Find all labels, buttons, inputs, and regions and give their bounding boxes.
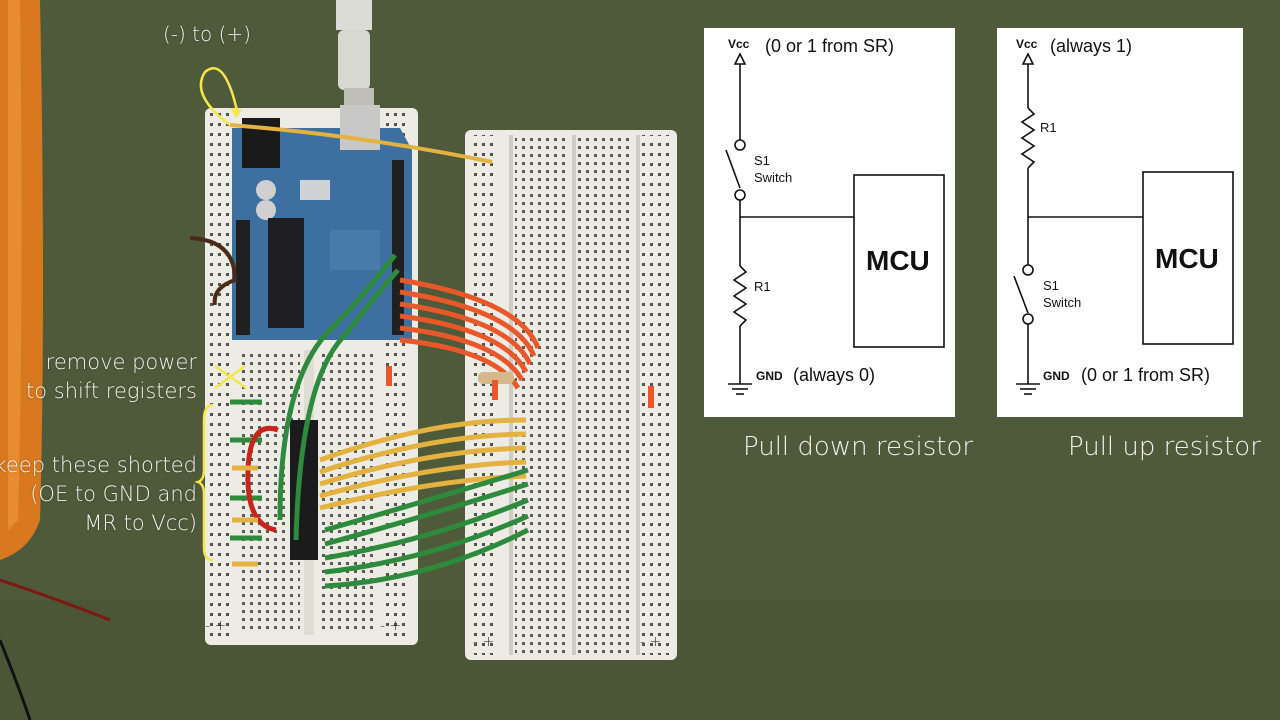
short-jumpers [232,465,258,567]
rail-mark-left: - + [205,618,227,634]
pu-switch-id: S1 [1043,278,1059,293]
rail-mark-right-board: - + [473,634,495,650]
pd-switch-id: S1 [754,153,770,168]
rail-mark-mid: - + [380,618,402,634]
pd-switch-label: Switch [754,170,793,185]
pd-vcc-label: Vcc [728,37,750,51]
remove-power-annotation: remove power to shift registers [26,348,197,406]
keep-shorted-line-2: (OE to GND and [30,482,197,506]
keep-shorted-line-3: MR to Vcc) [84,511,197,535]
green-wires [230,253,530,589]
usb-cable [336,0,372,30]
keep-shorted-annotation: keep these shorted (OE to GND and MR to … [0,451,197,538]
pu-vcc-note: (always 1) [1050,36,1133,56]
pull-up-diagram: Vcc (always 1) R1 MCU S1 Switch GND (0 o… [997,28,1243,417]
pu-mcu-label: MCU [1155,243,1219,274]
polarity-annotation: (-) to (+) [163,22,251,46]
right-breadboard [465,130,677,660]
rail-mark-right-board-2: - + [640,634,662,650]
pd-gnd-note: (always 0) [793,365,876,385]
pu-resistor-label: R1 [1040,120,1057,135]
resistor [478,372,514,384]
pd-gnd-label: GND [756,369,783,383]
remove-power-line-1: remove power [45,350,197,374]
brown-wire [189,236,238,306]
pu-gnd-label: GND [1043,369,1070,383]
pd-resistor-label: R1 [754,279,771,294]
pd-mcu-label: MCU [866,245,930,276]
pull-down-diagram: Vcc (0 or 1 from SR) S1 Switch R1 MCU GN… [704,28,955,417]
pd-vcc-note: (0 or 1 from SR) [765,36,895,56]
remove-power-line-2: to shift registers [26,379,197,403]
pull-up-schematic [1013,52,1234,395]
pull-down-schematic [725,52,945,395]
arduino-board [232,105,412,340]
pull-up-caption: Pull up resistor [1068,432,1261,462]
keep-shorted-line-1: keep these shorted [0,453,197,477]
annotation-highlights [194,67,247,562]
pu-vcc-label: Vcc [1016,37,1038,51]
pull-down-caption: Pull down resistor [743,432,974,462]
pu-switch-label: Switch [1043,295,1082,310]
pu-gnd-note: (0 or 1 from SR) [1081,365,1211,385]
